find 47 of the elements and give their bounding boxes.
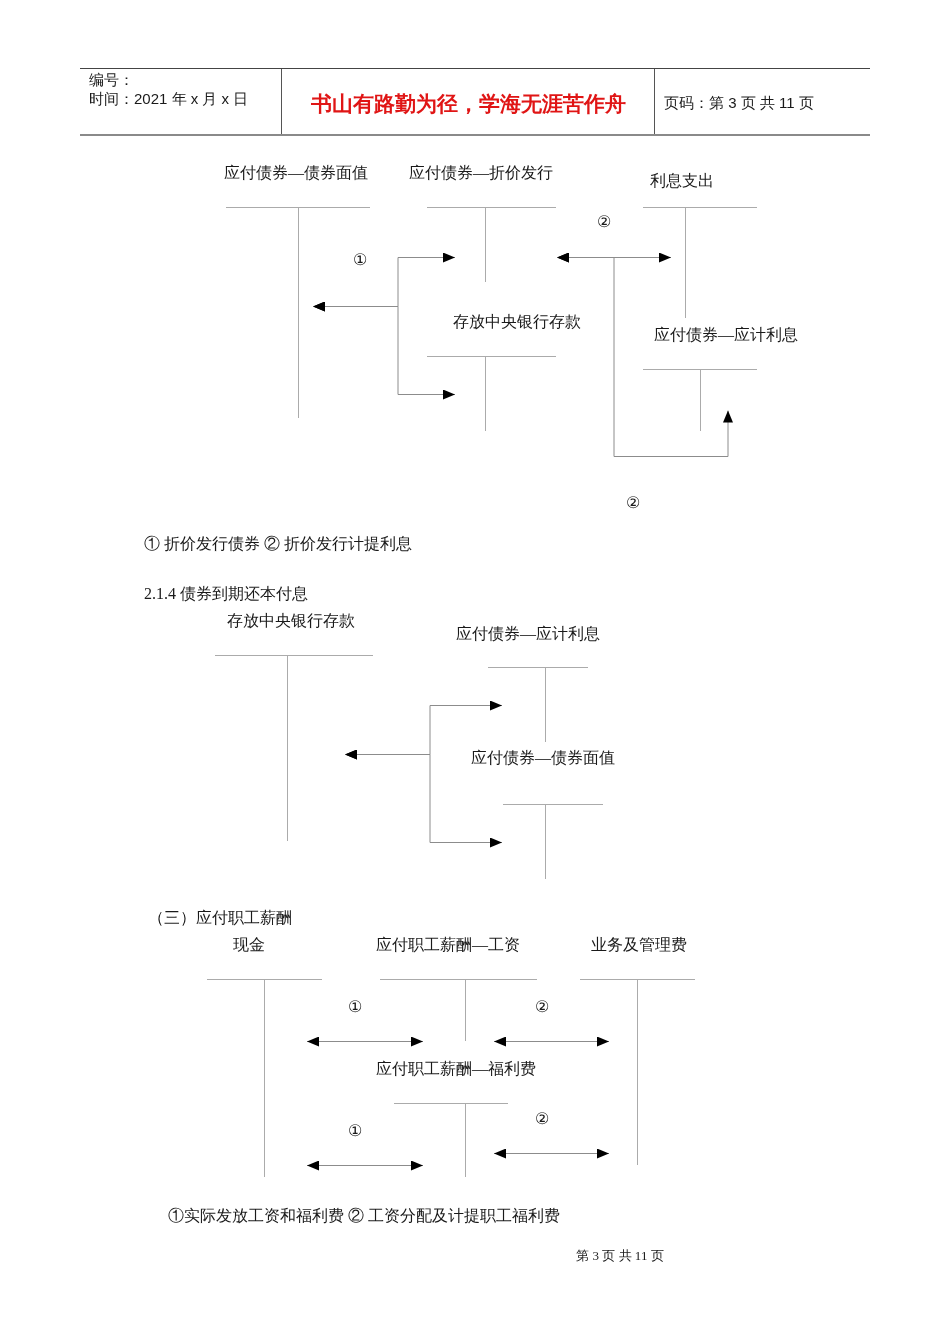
- t-account: [471, 748, 615, 879]
- account-title: 利息支出: [650, 171, 714, 191]
- arrow: [344, 749, 503, 848]
- account-title: 应付债券—债券面值: [224, 163, 368, 183]
- key-note: ①实际发放工资和福利费 ② 工资分配及计提职工福利费: [168, 1206, 560, 1226]
- step-number: ②: [535, 997, 549, 1017]
- step-number: ②: [597, 212, 611, 232]
- header-text: 页码：第 3 页 共 11 页: [664, 94, 814, 112]
- arrow: [306, 1036, 424, 1047]
- account-title: 业务及管理费: [591, 935, 687, 955]
- account-title: 应付债券—折价发行: [409, 163, 553, 183]
- section-heading: 2.1.4 债券到期还本付息: [144, 584, 308, 604]
- account-title: 现金: [233, 935, 265, 955]
- t-account: [376, 935, 537, 1041]
- t-account: [376, 1059, 536, 1177]
- header-text: 时间：2021 年 x 月 x 日: [89, 90, 249, 108]
- t-account: [456, 624, 600, 742]
- t-account: [427, 312, 581, 431]
- t-account: [409, 163, 556, 282]
- page-footer: 第 3 页 共 11 页: [576, 1248, 664, 1264]
- step-number: ①: [348, 997, 362, 1017]
- section-heading: （三）应付职工薪酬: [148, 908, 292, 928]
- step-number: ②: [535, 1109, 549, 1129]
- t-account: [215, 611, 373, 841]
- arrow: [306, 1160, 424, 1171]
- step-number: ②: [626, 493, 640, 513]
- motto-text: 书山有路勤为径，学海无涯苦作舟: [310, 91, 626, 117]
- t-account: [643, 325, 798, 431]
- step-number: ①: [348, 1121, 362, 1141]
- arrow: [556, 252, 733, 457]
- arrow: [493, 1148, 610, 1159]
- step-number: ①: [353, 250, 367, 270]
- arrow: [312, 301, 456, 400]
- account-title: 应付职工薪酬—工资: [376, 935, 520, 955]
- t-account: [224, 163, 370, 418]
- account-title: 应付职工薪酬—福利费: [376, 1059, 536, 1079]
- header-text: 编号：: [89, 71, 134, 89]
- account-title: 存放中央银行存款: [227, 611, 355, 631]
- account-title: 存放中央银行存款: [453, 312, 581, 332]
- key-note: ① 折价发行债券 ② 折价发行计提利息: [144, 534, 412, 554]
- t-account: [580, 935, 695, 1165]
- account-title: 应付债券—应计利息: [654, 325, 798, 345]
- t-account: [207, 935, 322, 1177]
- account-title: 应付债券—应计利息: [456, 624, 600, 644]
- account-title: 应付债券—债券面值: [471, 748, 615, 768]
- t-account: [643, 171, 757, 318]
- arrow: [493, 1036, 610, 1047]
